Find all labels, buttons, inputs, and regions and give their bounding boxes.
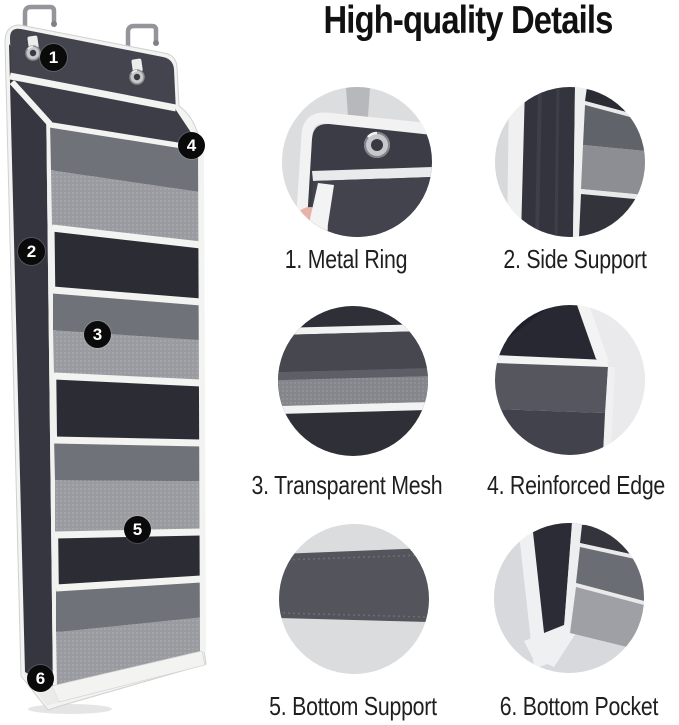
detail-photo-metal-ring bbox=[282, 87, 432, 237]
side-panel bbox=[9, 44, 53, 688]
feature-marker-6: 6 bbox=[27, 665, 54, 692]
stitch-line bbox=[282, 554, 426, 561]
bottom-binding bbox=[524, 625, 576, 667]
fabric-band bbox=[278, 331, 428, 372]
pocket-mesh bbox=[570, 587, 644, 651]
detail-photo-side-support bbox=[495, 87, 645, 237]
hook-strap bbox=[346, 87, 370, 117]
trim-band bbox=[312, 167, 432, 181]
trim-line bbox=[278, 402, 428, 414]
pocket-front bbox=[495, 363, 608, 413]
side-support-closeup bbox=[495, 87, 645, 237]
trim-line bbox=[278, 324, 428, 335]
left-trim bbox=[507, 87, 525, 237]
feature-marker-3: 3 bbox=[84, 321, 111, 348]
feature-marker-1: 1 bbox=[40, 44, 67, 71]
pocket-gray bbox=[583, 105, 645, 151]
detail-label-side-support: 2. Side Support bbox=[503, 244, 647, 274]
feature-marker-2: 2 bbox=[18, 238, 45, 265]
right-edge-trim bbox=[603, 367, 615, 455]
detail-label-bottom-support: 5. Bottom Support bbox=[269, 691, 437, 721]
detail-photo-bottom-pocket bbox=[494, 523, 644, 673]
side-panel-dark bbox=[532, 523, 572, 651]
detail-photo-reinforced-edge bbox=[495, 305, 645, 455]
binding-diagonal bbox=[577, 305, 609, 362]
flare-trim bbox=[9, 79, 53, 127]
stitch-line bbox=[282, 612, 426, 618]
pocket-mesh bbox=[581, 145, 645, 195]
detail-label-bottom-pocket: 6. Bottom Pocket bbox=[499, 691, 659, 721]
pocket-4 bbox=[56, 577, 202, 688]
detail-label-reinforced-edge: 4. Reinforced Edge bbox=[486, 470, 666, 500]
grommet-right-icon bbox=[129, 69, 145, 85]
page-title: High-quality Details bbox=[323, 0, 613, 42]
detail-photo-transparent-mesh bbox=[278, 306, 428, 456]
mesh-texture bbox=[278, 376, 428, 406]
grommet-icon bbox=[364, 131, 390, 158]
organizer-interior bbox=[46, 100, 202, 690]
feature-marker-4: 4 bbox=[178, 132, 205, 159]
door-hook-left-icon bbox=[22, 4, 57, 46]
trim-line bbox=[576, 583, 644, 605]
bottom-pocket-closeup bbox=[494, 523, 644, 673]
top-flare bbox=[11, 78, 200, 146]
reinforced-edge-closeup bbox=[495, 305, 645, 455]
bottom-support-closeup bbox=[279, 524, 429, 674]
hook-strap-right bbox=[131, 58, 143, 73]
seam bbox=[535, 87, 542, 237]
trim-line bbox=[580, 543, 644, 561]
pocket-1 bbox=[50, 122, 202, 243]
product-figure: 1 2 3 4 5 6 bbox=[0, 0, 265, 725]
floor-shadow bbox=[28, 704, 112, 714]
detail-label-transparent-mesh: 3. Transparent Mesh bbox=[251, 470, 443, 500]
pocket-lower bbox=[495, 409, 605, 455]
top-panel-trim bbox=[9, 72, 177, 112]
door-hook-right-icon bbox=[125, 23, 159, 66]
metal-ring-closeup bbox=[282, 87, 432, 237]
side-trim bbox=[46, 98, 60, 688]
feature-marker-5: 5 bbox=[124, 516, 151, 543]
grommet-left-icon bbox=[25, 45, 41, 61]
door-organizer-illustration bbox=[4, 4, 207, 714]
seam bbox=[554, 87, 560, 237]
trim-line bbox=[585, 101, 645, 121]
white-binding bbox=[296, 112, 432, 214]
pocket-3 bbox=[54, 438, 202, 533]
pocket-dark-lower bbox=[579, 194, 645, 237]
side-panel bbox=[521, 87, 575, 237]
fabric-lower bbox=[310, 177, 432, 237]
detail-photo-bottom-support bbox=[279, 524, 429, 674]
support-band bbox=[279, 548, 429, 622]
detail-label-metal-ring: 1. Metal Ring bbox=[284, 244, 408, 274]
left-binding bbox=[518, 523, 550, 669]
trim-line bbox=[581, 189, 645, 200]
edge-binding bbox=[564, 523, 582, 633]
mesh-closeup bbox=[278, 306, 428, 456]
